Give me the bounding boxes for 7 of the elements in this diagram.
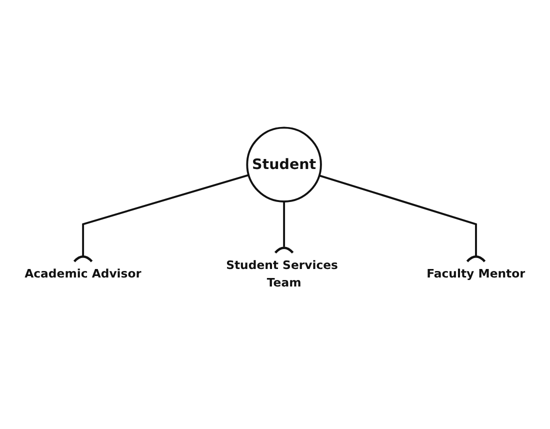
node-circle: Student bbox=[246, 126, 322, 202]
connector bbox=[73, 174, 249, 263]
connector bbox=[319, 174, 486, 263]
connector bbox=[274, 202, 294, 254]
node-text: Faculty Mentor bbox=[426, 267, 526, 281]
node-text: Student Services Team bbox=[226, 258, 338, 290]
node-text: Academic Advisor bbox=[24, 267, 142, 281]
